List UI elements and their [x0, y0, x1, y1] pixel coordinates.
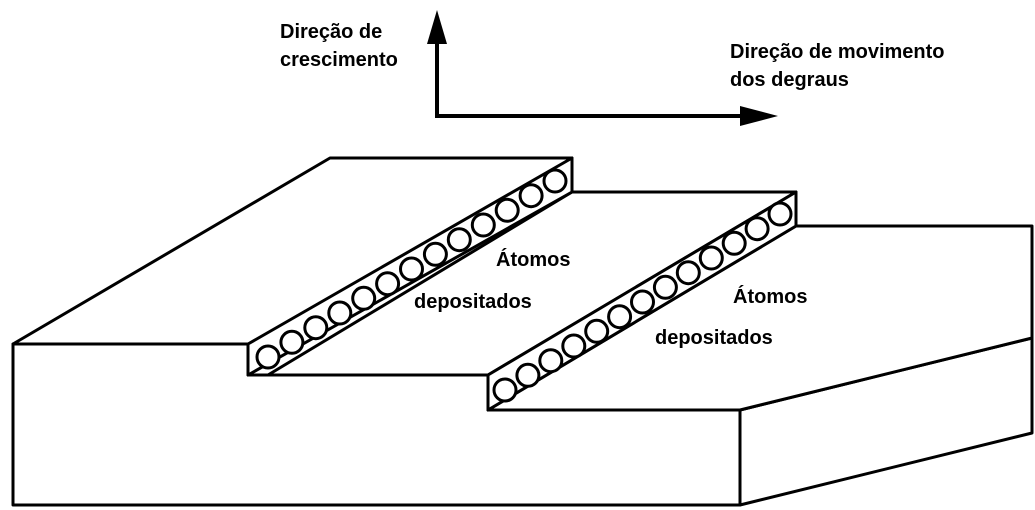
- step-1-atom: [279, 329, 305, 355]
- step-2-atom: [561, 333, 587, 359]
- step-motion-line-2: dos degraus: [730, 69, 849, 91]
- step-2-atom: [652, 274, 678, 300]
- step-motion-direction-label: Direção de movimento dos degraus: [730, 41, 950, 91]
- deposited-atoms-label-1: Átomos depositados: [414, 248, 576, 313]
- step-2-atom: [675, 260, 701, 286]
- step-motion-line-1: Direção de movimento: [730, 41, 945, 63]
- direction-axes: [427, 10, 778, 126]
- atom-row-1: [255, 168, 568, 370]
- step-1-atom: [470, 212, 496, 238]
- growth-direction-label: Direção de crescimento: [280, 21, 398, 71]
- growth-direction-line-2: crescimento: [280, 49, 398, 71]
- step-1-atom: [375, 271, 401, 297]
- deposited-atoms-1-line-1: Átomos: [496, 248, 570, 271]
- step-2-atom: [584, 318, 610, 344]
- deposited-atoms-2-line-2: depositados: [655, 327, 773, 349]
- terrace-block: [11, 156, 1034, 507]
- step-1-atom: [303, 315, 329, 341]
- arrow-right-icon: [740, 106, 778, 126]
- step-1-atom: [399, 256, 424, 282]
- arrow-up-icon: [427, 10, 447, 44]
- step-2-atom: [744, 216, 770, 242]
- deposited-atoms-label-2: Átomos depositados: [655, 285, 813, 349]
- step-2-atom: [492, 377, 518, 403]
- step-1-atom: [446, 227, 472, 253]
- step-1-atom: [255, 344, 281, 370]
- step-2-atom: [515, 362, 541, 388]
- deposited-atoms-1-line-2: depositados: [414, 291, 532, 313]
- step-2-atom: [630, 289, 655, 315]
- step-1-atom: [518, 183, 544, 209]
- step-1-atom: [327, 300, 353, 326]
- step-2-atom: [698, 245, 724, 271]
- step-2-atom: [538, 348, 564, 374]
- atom-row-2: [492, 201, 793, 403]
- step-2-atom: [607, 304, 633, 330]
- deposited-atoms-2-line-1: Átomos: [733, 285, 807, 308]
- growth-direction-line-1: Direção de: [280, 21, 382, 43]
- step-1-atom: [351, 285, 377, 311]
- step-1-atom: [422, 241, 448, 267]
- step-1-atom: [542, 168, 568, 194]
- step-2-atom: [767, 201, 793, 227]
- step-2-atom: [721, 230, 747, 256]
- step-1-atom: [494, 197, 520, 223]
